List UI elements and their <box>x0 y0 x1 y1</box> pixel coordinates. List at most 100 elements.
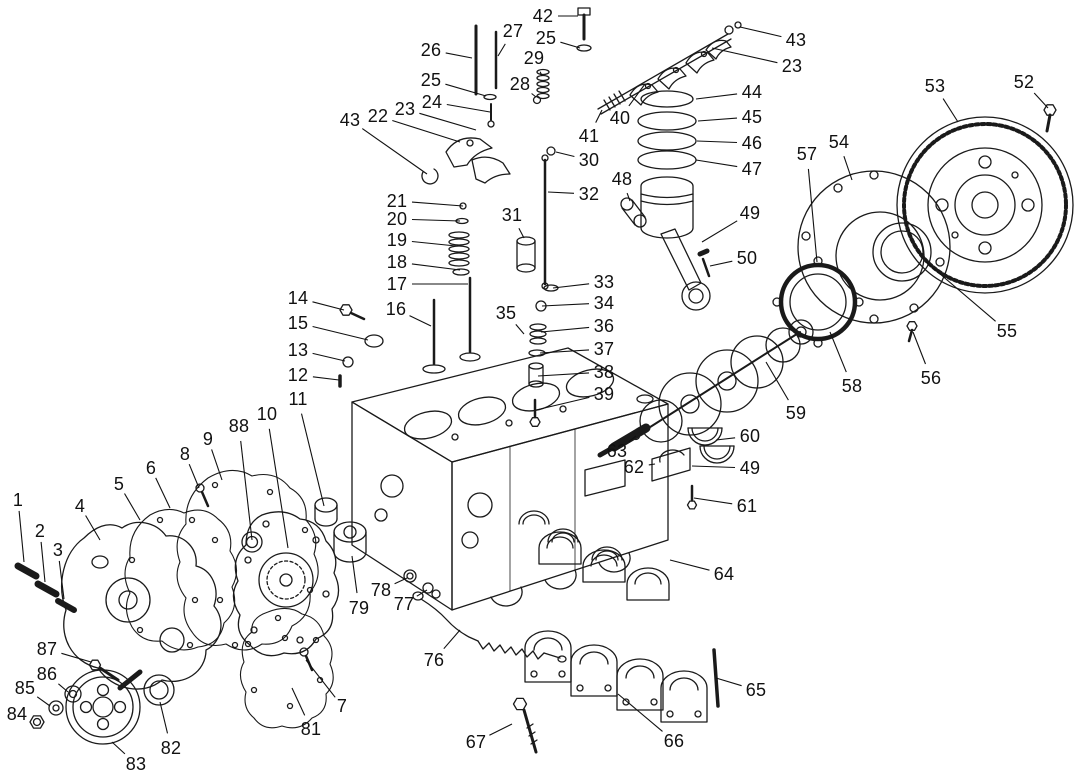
rocker-arm-parts <box>421 24 511 185</box>
piston <box>640 176 694 239</box>
leader-line-43 <box>739 26 782 38</box>
part-number-36: 36 <box>593 316 615 336</box>
leader-line-33 <box>552 283 590 289</box>
leader-line-64 <box>669 559 710 571</box>
connecting-rod <box>660 228 711 311</box>
part-number-45: 45 <box>741 107 763 127</box>
pump-gasket <box>124 508 238 651</box>
leader-line-76 <box>443 629 461 650</box>
piston-pin <box>620 197 647 228</box>
part-number-65: 65 <box>745 680 767 700</box>
part-number-62: 62 <box>623 457 645 477</box>
part-number-41: 41 <box>578 126 600 146</box>
leader-line-19 <box>411 240 457 247</box>
part-number-30: 30 <box>578 150 600 170</box>
leader-line-27 <box>497 43 506 57</box>
rocker-shaft-assembly <box>597 21 742 115</box>
part-number-26: 26 <box>420 40 442 60</box>
leader-line-16 <box>409 315 432 327</box>
leader-line-48 <box>626 192 631 202</box>
leader-line-13 <box>312 352 346 362</box>
part-number-48: 48 <box>611 169 633 189</box>
part-number-5: 5 <box>113 474 125 494</box>
part-number-87: 87 <box>36 639 58 659</box>
part-number-47: 47 <box>741 159 763 179</box>
part-number-8: 8 <box>179 444 191 464</box>
part-number-6: 6 <box>145 458 157 478</box>
part-number-49: 49 <box>739 458 761 478</box>
leader-line-35 <box>515 324 525 335</box>
part-number-49: 49 <box>739 203 761 223</box>
part-number-42: 42 <box>532 6 554 26</box>
leader-line-5 <box>124 493 141 521</box>
part-number-33: 33 <box>593 272 615 292</box>
flywheel-bolt <box>1043 104 1057 133</box>
part-number-19: 19 <box>386 230 408 250</box>
pump-seal <box>143 674 175 706</box>
leader-line-20 <box>411 218 461 222</box>
leader-line-66 <box>617 693 663 732</box>
leader-line-55 <box>925 261 996 322</box>
leader-line-30 <box>555 151 575 158</box>
timing-cover <box>232 511 340 657</box>
leader-line-67 <box>489 723 513 736</box>
part-number-52: 52 <box>1013 72 1035 92</box>
leader-line-46 <box>696 140 738 144</box>
leader-line-88 <box>240 440 253 541</box>
leader-line-40 <box>628 83 646 107</box>
block-plugs <box>338 304 384 388</box>
part-number-54: 54 <box>828 132 850 152</box>
main-cap-frame <box>524 630 708 723</box>
leader-line-38 <box>537 372 590 377</box>
leader-line-57 <box>807 168 818 263</box>
pulley-fasteners <box>29 659 120 729</box>
leader-line-36 <box>540 326 590 333</box>
part-number-61: 61 <box>736 496 758 516</box>
leader-line-63 <box>628 435 637 443</box>
flywheel <box>896 116 1074 294</box>
part-number-66: 66 <box>663 731 685 751</box>
part-number-23: 23 <box>394 99 416 119</box>
leader-line-56 <box>912 331 927 365</box>
water-pump <box>61 521 222 690</box>
part-number-24: 24 <box>421 92 443 112</box>
part-number-10: 10 <box>256 404 278 424</box>
leader-line-25 <box>560 41 581 49</box>
leader-line-81 <box>291 687 306 716</box>
part-number-44: 44 <box>741 82 763 102</box>
part-number-56: 56 <box>920 368 942 388</box>
leader-line-32 <box>547 191 575 194</box>
leader-line-54 <box>843 156 853 181</box>
part-number-25: 25 <box>420 70 442 90</box>
rod-bolt <box>697 248 711 278</box>
rocker-shaft-bolt <box>576 7 592 52</box>
part-number-59: 59 <box>785 403 807 423</box>
part-number-3: 3 <box>52 540 64 560</box>
leader-line-15 <box>312 325 369 341</box>
leader-line-8 <box>188 463 200 489</box>
leader-line-39 <box>535 396 590 411</box>
part-number-12: 12 <box>287 365 309 385</box>
leader-line-47 <box>695 159 738 168</box>
lifter-small-parts <box>528 284 559 427</box>
part-number-39: 39 <box>593 384 615 404</box>
part-number-16: 16 <box>385 299 407 319</box>
part-number-64: 64 <box>713 564 735 584</box>
part-number-77: 77 <box>393 594 415 614</box>
leader-line-21 <box>411 201 464 207</box>
part-number-21: 21 <box>386 191 408 211</box>
leader-line-12 <box>312 376 340 381</box>
part-number-2: 2 <box>34 521 46 541</box>
part-number-31: 31 <box>501 205 523 225</box>
leader-line-18 <box>411 263 461 271</box>
leader-line-29 <box>539 71 543 77</box>
part-number-14: 14 <box>287 288 309 308</box>
leader-line-45 <box>697 117 738 122</box>
part-number-50: 50 <box>736 248 758 268</box>
part-number-43: 43 <box>339 110 361 130</box>
part-number-25: 25 <box>535 28 557 48</box>
part-number-37: 37 <box>593 339 615 359</box>
leader-line-14 <box>312 301 345 311</box>
part-number-9: 9 <box>202 429 214 449</box>
